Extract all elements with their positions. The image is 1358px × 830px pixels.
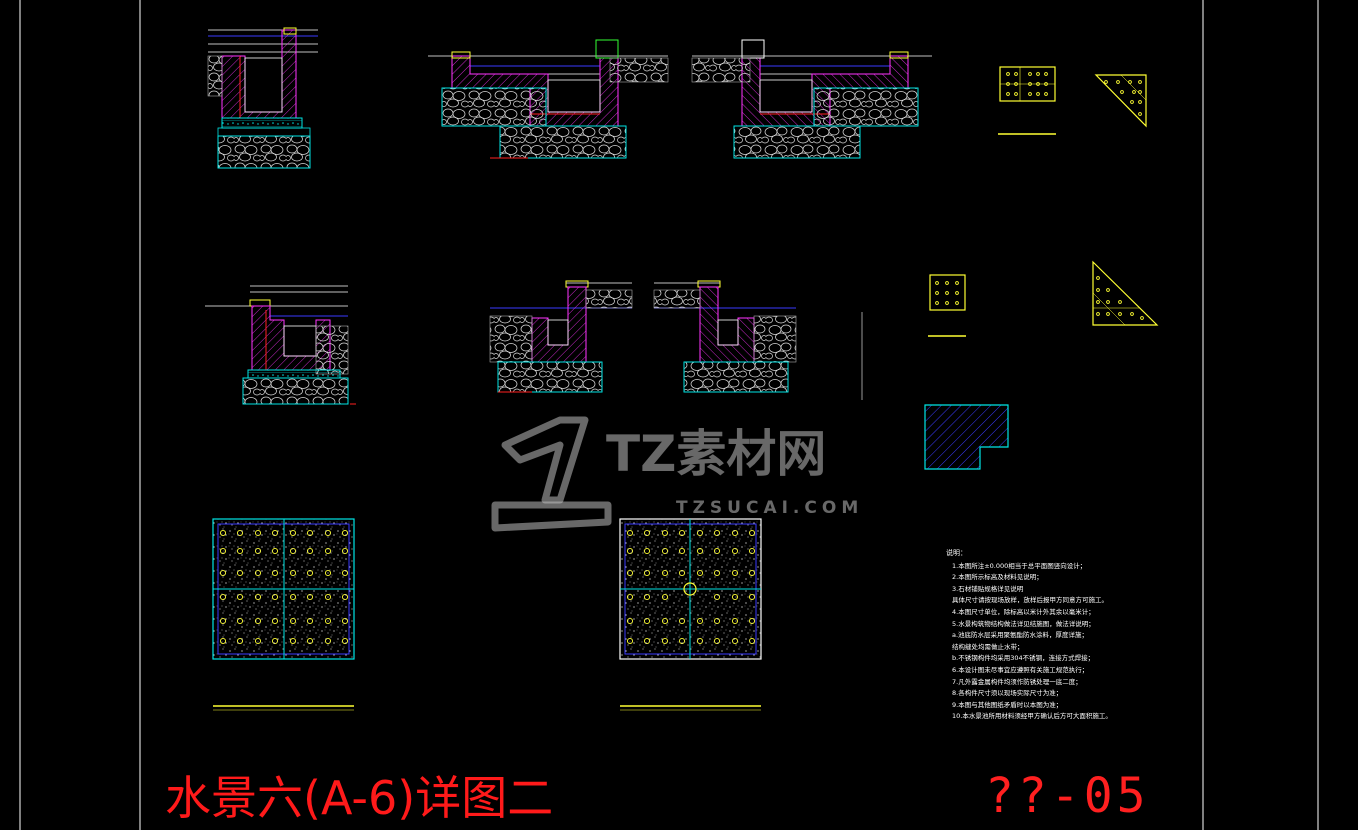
watermark-logo (491, 416, 612, 532)
hole-mark (1006, 72, 1010, 76)
hole-mark (1118, 312, 1122, 316)
note-item: a.池底防水层采用聚氨酯防水涂料，厚度详施； (952, 631, 1089, 640)
hole-mark (1044, 72, 1048, 76)
note-item: 2.本图所示标高及材料见说明； (952, 573, 1043, 582)
hole-mark (1138, 90, 1142, 94)
hole-mark (1096, 288, 1100, 292)
hole-mark (1138, 80, 1142, 84)
hole-mark (1096, 276, 1100, 280)
hole-mark (1014, 82, 1018, 86)
hole-mark (1006, 92, 1010, 96)
hole-mark (1006, 82, 1010, 86)
hole-mark (1036, 92, 1040, 96)
drawing-title: 水景六(A-6)详图二 (165, 771, 554, 825)
section-detail-3 (691, 39, 932, 159)
hole-mark (1044, 92, 1048, 96)
plate-plan-detail (998, 66, 1147, 135)
hole-mark (1036, 72, 1040, 76)
hole-mark (945, 291, 949, 295)
hole-mark (945, 281, 949, 285)
hole-mark (935, 291, 939, 295)
hole-mark (1104, 80, 1108, 84)
hole-mark (1014, 92, 1018, 96)
hole-mark (1036, 82, 1040, 86)
paving-plan-1 (212, 518, 355, 711)
sheet-frame (19, 0, 1319, 830)
hole-mark (1096, 300, 1100, 304)
hole-mark (1140, 316, 1144, 320)
hole-mark (945, 301, 949, 305)
hole-mark (935, 281, 939, 285)
hole-mark (1116, 80, 1120, 84)
plate-plan-detail-2 (861, 260, 1159, 400)
hole-mark (1120, 90, 1124, 94)
section-detail-5 (489, 280, 633, 393)
note-item: 9.本图与其他图纸矛盾时以本图为准； (952, 700, 1063, 709)
hole-mark (1096, 312, 1100, 316)
note-item: 1.本图所注±0.000相当于总平面图竖向设计； (952, 561, 1087, 570)
note-item: 7.凡外露金属构件均须作防锈处理一底二度； (952, 677, 1082, 686)
note-item: 8.各构件尺寸须以现场实际尺寸为准； (952, 689, 1063, 698)
notes-heading: 说明： (946, 549, 967, 557)
hole-mark (1138, 100, 1142, 104)
hole-mark (1044, 82, 1048, 86)
hole-mark (1028, 82, 1032, 86)
hole-mark (1130, 312, 1134, 316)
watermark-domain: TZSUCAI.COM (676, 498, 864, 518)
note-item: 3.石材铺贴规格详见说明 (952, 584, 1024, 593)
note-item: 6.本设计图未尽事宜应遵照有关施工规范执行； (952, 665, 1089, 674)
design-notes: 说明： 1.本图所注±0.000相当于总平面图竖向设计； 2.本图所示标高及材料见… (946, 548, 1176, 723)
section-detail-4 (205, 285, 356, 405)
hole-mark (1138, 112, 1142, 116)
hole-mark (1028, 72, 1032, 76)
paving-plan-2 (619, 518, 762, 711)
hole-mark (955, 281, 959, 285)
hole-mark (955, 301, 959, 305)
section-detail-2 (428, 39, 669, 159)
hole-mark (935, 301, 939, 305)
hatched-block-section (924, 404, 1009, 470)
note-item: 结构缝处均需做止水带； (952, 642, 1024, 651)
hole-mark (1106, 300, 1110, 304)
note-item: b.不锈钢构件均采用304不锈钢，连接方式焊接； (952, 654, 1095, 663)
note-item: 具体尺寸请按现场放样，放样后报甲方同意方可施工。 (952, 596, 1108, 605)
hole-mark (955, 291, 959, 295)
hole-mark (1106, 312, 1110, 316)
hole-mark (1028, 92, 1032, 96)
hole-mark (1132, 90, 1136, 94)
hole-mark (1128, 80, 1132, 84)
hole-mark (1130, 100, 1134, 104)
section-detail-1 (207, 27, 318, 169)
hole-mark (1014, 72, 1018, 76)
section-detail-6 (653, 280, 797, 393)
note-item: 10.本水景池所用材料须经甲方确认后方可大面积施工。 (952, 712, 1112, 721)
hole-mark (1118, 300, 1122, 304)
note-item: 4.本图尺寸单位，除标高以米计外其余以毫米计； (952, 607, 1095, 616)
watermark-name: TZ素材网 (606, 425, 827, 483)
sheet-number: ??-05 (985, 768, 1150, 824)
hole-mark (1106, 288, 1110, 292)
notes-list: 1.本图所注±0.000相当于总平面图竖向设计； 2.本图所示标高及材料见说明； 3… (946, 561, 1176, 723)
note-item: 5.水景构筑物结构做法详见结施图，做法详说明； (952, 619, 1095, 628)
